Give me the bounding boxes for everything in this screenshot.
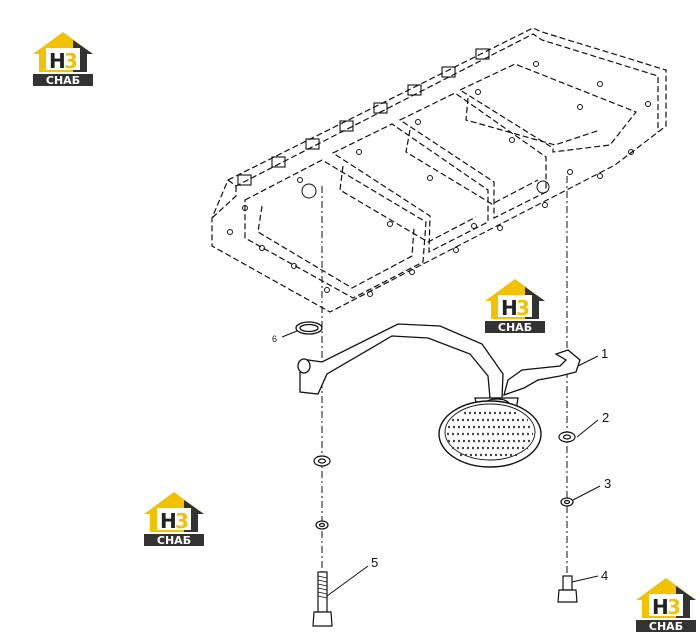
leader-lines [281, 330, 601, 597]
svg-text:3: 3 [667, 595, 681, 619]
washer-left [313, 455, 331, 467]
oil-pan-gasket-plate [211, 27, 667, 313]
svg-text:СНАБ: СНАБ [649, 620, 683, 633]
svg-text:3: 3 [64, 49, 78, 73]
callout-4: 4 [601, 568, 608, 583]
washer-right [558, 431, 576, 443]
long-bolt [312, 571, 333, 627]
svg-text:СНАБ: СНАБ [46, 74, 80, 87]
watermark-logo-1: H 3 СНАБ [29, 28, 97, 93]
short-bolt [557, 575, 578, 603]
watermark-logo-2: H 3 СНАБ [481, 275, 549, 340]
svg-text:3: 3 [516, 296, 530, 320]
assembly-center-lines [321, 176, 568, 580]
callout-labels: 1 2 3 4 5 6 [272, 334, 611, 583]
svg-text:СНАБ: СНАБ [157, 534, 191, 547]
svg-text:H: H [652, 595, 669, 619]
svg-text:H: H [501, 296, 518, 320]
callout-5: 5 [371, 555, 378, 570]
svg-text:H: H [49, 49, 66, 73]
bolt-holes [227, 61, 651, 297]
watermark-logo-3: H 3 СНАБ [140, 488, 208, 553]
lock-washer-right [560, 497, 574, 507]
svg-text:СНАБ: СНАБ [498, 321, 532, 334]
gasket-slots [237, 48, 490, 186]
callout-3: 3 [604, 476, 611, 491]
o-ring-seal [295, 321, 323, 335]
callout-6: 6 [272, 334, 277, 344]
callout-2: 2 [602, 410, 609, 425]
strainer-screen [438, 400, 542, 468]
callout-1: 1 [601, 346, 608, 361]
lock-washer-left [315, 520, 329, 530]
svg-text:H: H [160, 509, 177, 533]
watermark-logo-4: H 3 СНАБ [632, 574, 700, 639]
svg-text:3: 3 [175, 509, 189, 533]
